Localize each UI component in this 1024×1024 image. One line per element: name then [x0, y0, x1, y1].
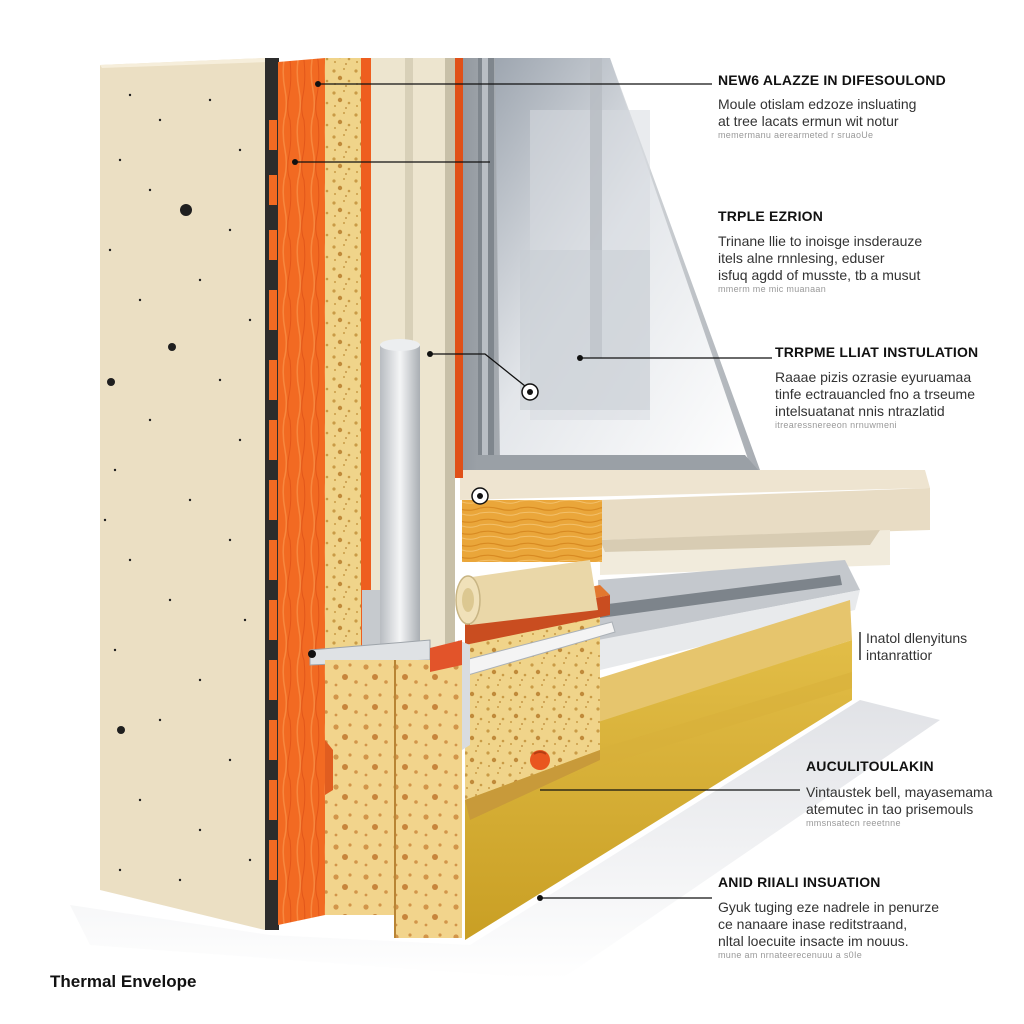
callout-5: AUCULITOULAKIN Vintaustek bell, mayasema…: [806, 758, 993, 828]
callout-note: mune am nrnateerecenuuu a s0Ie: [718, 950, 863, 960]
leader-lines: [295, 83, 861, 899]
callout-line: Vintaustek bell, mayasemama: [806, 784, 993, 800]
callout-title: TRRPME LLIAT INSTULATION: [775, 344, 979, 360]
callout-line: itels alne rnnlesing, eduser: [718, 250, 885, 266]
callout-note: mmerm me mic muanaan: [718, 284, 827, 294]
callout-note: memermanu aerearmeted r sruaoUe: [718, 130, 874, 140]
exterior-plaster-layer: [100, 58, 268, 930]
callout-line: Gyuk tuging eze nadrele in penurze: [718, 899, 940, 915]
callout-title: ANID RIIALI INSUATION: [718, 874, 881, 890]
callout-line: atemutec in tao prisemouls: [806, 801, 974, 817]
callout-6: ANID RIIALI INSUATION Gyuk tuging eze na…: [718, 874, 939, 960]
callout-line: at tree lacats ermun wit notur: [718, 113, 899, 129]
callout-line: ce nanaare inase reditstraand,: [718, 916, 908, 932]
aluminum-post: [309, 339, 431, 666]
callout-line: intanrattior: [866, 647, 933, 663]
gap-orange-blocks: [269, 120, 277, 880]
diagram-caption: Thermal Envelope: [50, 972, 197, 991]
callout-title: TRPLE EZRION: [718, 208, 824, 224]
callout-note: mmsnsatecn reeetnne: [806, 818, 901, 828]
callout-2: TRPLE EZRION Trinane llie to inoisge ins…: [718, 208, 922, 294]
callout-4: Inatol dlenyituns intanrattior: [866, 630, 967, 664]
leader-3: [430, 353, 531, 391]
wood-block: [462, 500, 602, 562]
callout-line: intelsuatanat nnis ntrazlatid: [775, 403, 945, 419]
callout-line: Moule otislam edzoze insluating: [718, 96, 917, 112]
window-sill: [460, 470, 930, 575]
callout-line: Inatol dlenyituns: [866, 630, 968, 646]
rolled-insulation: [455, 560, 598, 625]
callout-line: isfuq agdd of musste, tb a musut: [718, 267, 921, 283]
sill-front: [600, 488, 930, 540]
conduit-hole: [530, 750, 550, 770]
callout-line: nltal loecuite insacte im nouus.: [718, 933, 909, 949]
window-sash-bottom: [478, 455, 760, 472]
plaster-speckles: [103, 93, 252, 882]
callout-title: AUCULITOULAKIN: [806, 758, 934, 774]
marker-rings: [471, 383, 539, 505]
orange-fibre-board: [278, 58, 325, 925]
callout-1: NEW6 ALAZZE IN DIFESOULOND Moule otislam…: [718, 72, 946, 140]
callout-note: itrearessnereeon nrnuwmeni: [775, 420, 897, 430]
callout-line: tinfe ectrauancled fno a trseume: [775, 386, 976, 402]
callout-3: TRRPME LLIAT INSTULATION Raaae pizis ozr…: [775, 344, 978, 430]
callout-title: NEW6 ALAZZE IN DIFESOULOND: [718, 72, 946, 88]
ground-shadow: [70, 700, 940, 980]
metal-channels: [598, 560, 860, 670]
window-unit: [455, 58, 760, 472]
orange-accent-strip: [361, 58, 371, 658]
lower-foam-blocks: [325, 640, 462, 938]
callout-line: Raaae pizis ozrasie eyuruamaa: [775, 369, 972, 385]
callout-line: Trinane llie to inoisge insderauze: [718, 233, 923, 249]
leader-dots: [292, 81, 583, 901]
sill-top: [460, 470, 930, 500]
